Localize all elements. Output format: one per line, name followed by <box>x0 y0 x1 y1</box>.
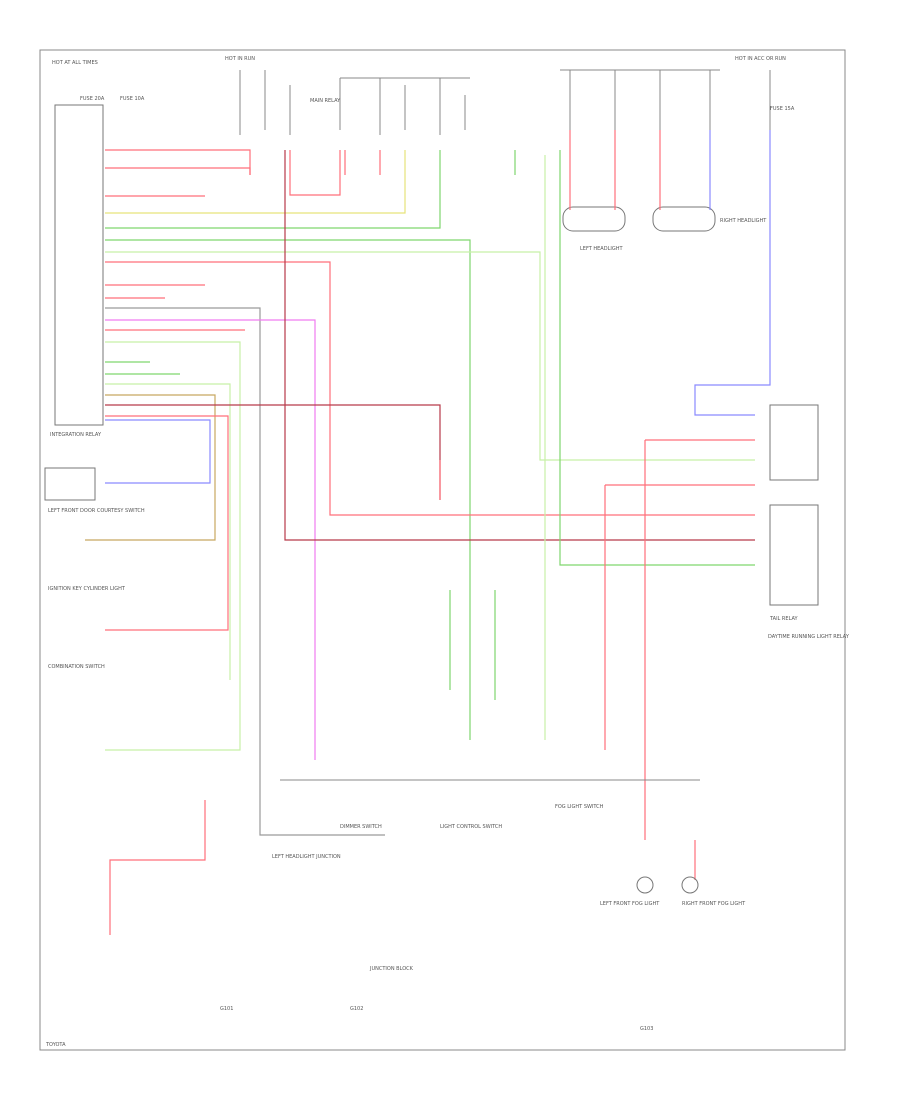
left-headlight-bulb <box>562 206 626 232</box>
main-relay-label: MAIN RELAY <box>310 98 341 104</box>
wire-group <box>85 130 771 935</box>
left-headlight-junction-label: LEFT HEADLIGHT JUNCTION <box>272 854 341 860</box>
integration-relay-label: INTEGRATION RELAY <box>50 432 102 438</box>
hot-at-all-times-label: HOT AT ALL TIMES <box>52 60 98 66</box>
ignition-key-cylinder-label: IGNITION KEY CYLINDER LIGHT <box>48 586 126 592</box>
junction-block-label: JUNCTION BLOCK <box>369 966 414 972</box>
diagram-frame <box>39 49 846 1051</box>
top-switches <box>239 70 771 135</box>
left-front-door-switch-box <box>44 467 96 501</box>
fuse-label-3: FUSE 15A <box>770 106 795 112</box>
hot-acc-label: HOT IN ACC OR RUN <box>735 56 786 62</box>
combination-switch-label: COMBINATION SWITCH <box>48 664 105 670</box>
right-headlight-bulb <box>652 206 716 232</box>
ground-label-3: G103 <box>640 1026 653 1032</box>
right-front-fog-label: RIGHT FRONT FOG LIGHT <box>682 901 746 907</box>
light-control-switch-label: LIGHT CONTROL SWITCH <box>440 824 502 830</box>
fuse-label-1: FUSE 20A <box>80 96 105 102</box>
tail-relay-label: TAIL RELAY <box>769 616 799 622</box>
ground-label-1: G101 <box>220 1006 233 1012</box>
fog-light-switch-label: FOG LIGHT SWITCH <box>555 804 604 810</box>
left-front-door-switch-label: LEFT FRONT DOOR COURTESY SWITCH <box>48 508 145 514</box>
left-headlight-label: LEFT HEADLIGHT <box>580 246 623 252</box>
right-headlight-label: RIGHT HEADLIGHT <box>720 218 767 224</box>
left-front-fog-label: LEFT FRONT FOG LIGHT <box>600 901 660 907</box>
integration-relay-box <box>54 104 104 426</box>
daytime-running-relay-label: DAYTIME RUNNING LIGHT RELAY <box>768 634 850 640</box>
tail-relay-box <box>769 504 819 606</box>
daytime-running-relay-box <box>769 404 819 481</box>
page-id: TOYOTA <box>45 1042 66 1048</box>
hot-run-label: HOT IN RUN <box>225 56 255 62</box>
left-front-fog-light <box>636 876 654 894</box>
ground-label-2: G102 <box>350 1006 363 1012</box>
fuse-label-2: FUSE 10A <box>120 96 145 102</box>
dimmer-switch-label: DIMMER SWITCH <box>340 824 382 830</box>
right-front-fog-light <box>681 876 699 894</box>
